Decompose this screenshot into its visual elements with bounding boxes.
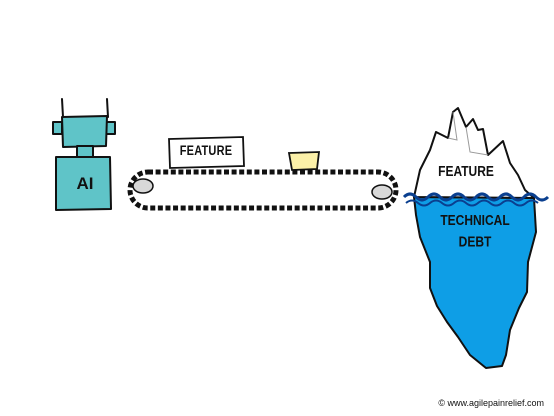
iceberg-underwater bbox=[413, 196, 537, 369]
belt-feature-box-base bbox=[169, 165, 244, 169]
robot-antenna-left bbox=[61, 98, 64, 118]
iceberg-facet-2 bbox=[465, 126, 489, 156]
copyright-text: © www.agilepainrelief.com bbox=[438, 398, 544, 408]
robot-ear-left bbox=[52, 121, 63, 135]
belt-feature-box bbox=[168, 136, 245, 169]
robot-body bbox=[55, 156, 112, 211]
water-line-2 bbox=[405, 199, 539, 207]
yellow-box bbox=[287, 151, 321, 171]
belt-track bbox=[127, 169, 399, 211]
conveyor-belt bbox=[127, 169, 399, 211]
belt-roller-right bbox=[371, 184, 393, 200]
iceberg-debt-line1: TECHNICAL bbox=[440, 211, 510, 229]
robot-neck bbox=[76, 145, 94, 158]
iceberg-debt-label: TECHNICAL DEBT bbox=[430, 209, 520, 252]
robot-antenna-right bbox=[106, 98, 109, 118]
robot-label: AI bbox=[76, 174, 94, 193]
robot bbox=[52, 98, 116, 211]
iceberg-facet-1 bbox=[447, 111, 458, 141]
water-line bbox=[402, 192, 550, 202]
belt-roller-left bbox=[132, 178, 154, 194]
belt-feature-label: FEATURE bbox=[179, 143, 233, 159]
robot-head bbox=[61, 115, 108, 148]
iceberg-debt-line2: DEBT bbox=[458, 233, 492, 251]
iceberg-feature-label: FEATURE bbox=[438, 162, 494, 180]
